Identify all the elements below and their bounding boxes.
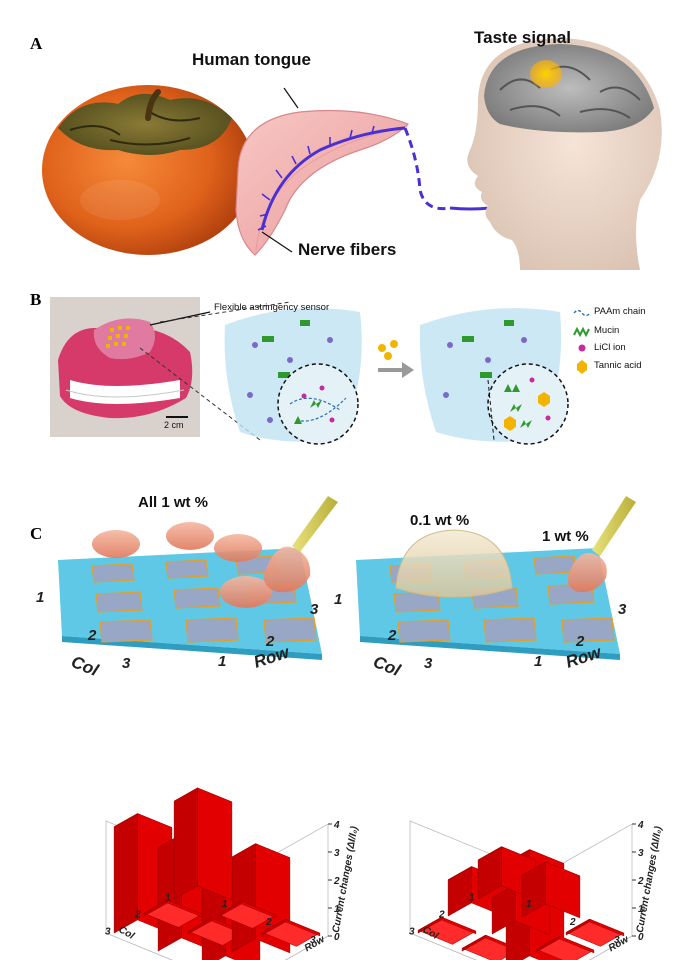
chart-z-tick-label: 0 (638, 932, 644, 943)
svg-text:3: 3 (424, 655, 433, 672)
svg-text:1: 1 (534, 653, 542, 670)
legend-mucin: Mucin (594, 325, 620, 336)
chart-col-tick-label: 1 (165, 893, 171, 904)
label-0-1-wt: 0.1 wt % (410, 512, 470, 529)
chart-bar (565, 918, 625, 947)
chart-col-tick-label: 1 (469, 893, 475, 904)
chart-bar (217, 900, 277, 929)
chart-row-tick-label: 1 (526, 899, 532, 910)
chart-row-tick-label: 2 (265, 917, 272, 928)
svg-text:1: 1 (36, 589, 44, 606)
chart-z-tick-label: 4 (333, 820, 340, 831)
svg-text:1: 1 (334, 591, 342, 608)
legend-paam-chain: PAAm chain (594, 306, 646, 317)
label-scale-bar: 2 cm (164, 420, 184, 430)
svg-text:Col: Col (371, 652, 405, 680)
chart-row-tick-label: 1 (222, 899, 228, 910)
sensor-array-right (356, 496, 636, 660)
chart-bar (535, 935, 595, 960)
svg-text:2: 2 (265, 633, 275, 650)
svg-text:3: 3 (310, 601, 319, 618)
label-flexible-astringency-sensor: Flexible astringency sensor (214, 302, 330, 313)
chart-z-tick-label: 1 (334, 904, 340, 915)
chart-z-tick-label: 2 (333, 876, 340, 887)
panel-letter-a: A (30, 34, 43, 53)
chart-col-tick-label: 2 (438, 910, 445, 921)
svg-text:2: 2 (575, 633, 585, 650)
hydrogel-before (224, 308, 362, 445)
panel-b-legend-icons (573, 309, 591, 374)
platform-axis-ticks: 1 2 3 1 2 3 1 2 3 1 2 3 (36, 589, 627, 672)
chart-bar (143, 899, 203, 928)
chart-z-tick-label: 3 (334, 848, 340, 859)
chart-z-tick-label: 3 (638, 848, 644, 859)
chart-bar (261, 918, 321, 947)
chart-z-tick-label: 2 (637, 876, 644, 887)
chart-bar (173, 787, 233, 901)
label-all-1-wt: All 1 wt % (138, 494, 209, 511)
chart-row-tick-label: 3 (614, 935, 620, 946)
hydrogel-after (419, 308, 569, 445)
chart-z-tick-label: 4 (637, 820, 644, 831)
legend-licl-ion: LiCl ion (594, 342, 626, 353)
svg-text:3: 3 (618, 601, 627, 618)
panel-letter-c: C (30, 524, 43, 543)
chart-bar (521, 861, 581, 919)
svg-text:1: 1 (218, 653, 226, 670)
svg-text:2: 2 (387, 627, 397, 644)
chart-z-tick-label: 0 (334, 932, 340, 943)
human-head-illustration (467, 38, 662, 270)
svg-text:Col: Col (69, 652, 103, 680)
legend-tannic-acid: Tannic acid (594, 360, 642, 371)
panel-letter-b: B (30, 290, 42, 309)
label-nerve-fibers: Nerve fibers (298, 240, 397, 259)
chart-col-tick-label: 2 (134, 910, 141, 921)
label-taste-signal: Taste signal (474, 28, 571, 47)
chart-row-tick-label: 2 (569, 917, 576, 928)
chart-z-tick-label: 1 (638, 904, 644, 915)
chart-col-tick-label: 3 (409, 927, 415, 938)
chart-col-tick-label: 3 (105, 927, 111, 938)
label-1-wt: 1 wt % (542, 528, 589, 545)
persimmon-fruit (42, 85, 254, 255)
svg-text:3: 3 (122, 655, 131, 672)
panel-b-photo (50, 297, 200, 437)
chart-bar (417, 916, 477, 945)
label-human-tongue: Human tongue (192, 50, 311, 69)
svg-text:2: 2 (87, 627, 97, 644)
sensor-array-left (58, 496, 338, 660)
chart-row-tick-label: 3 (310, 935, 316, 946)
tannic-acid-arrow (378, 340, 414, 378)
